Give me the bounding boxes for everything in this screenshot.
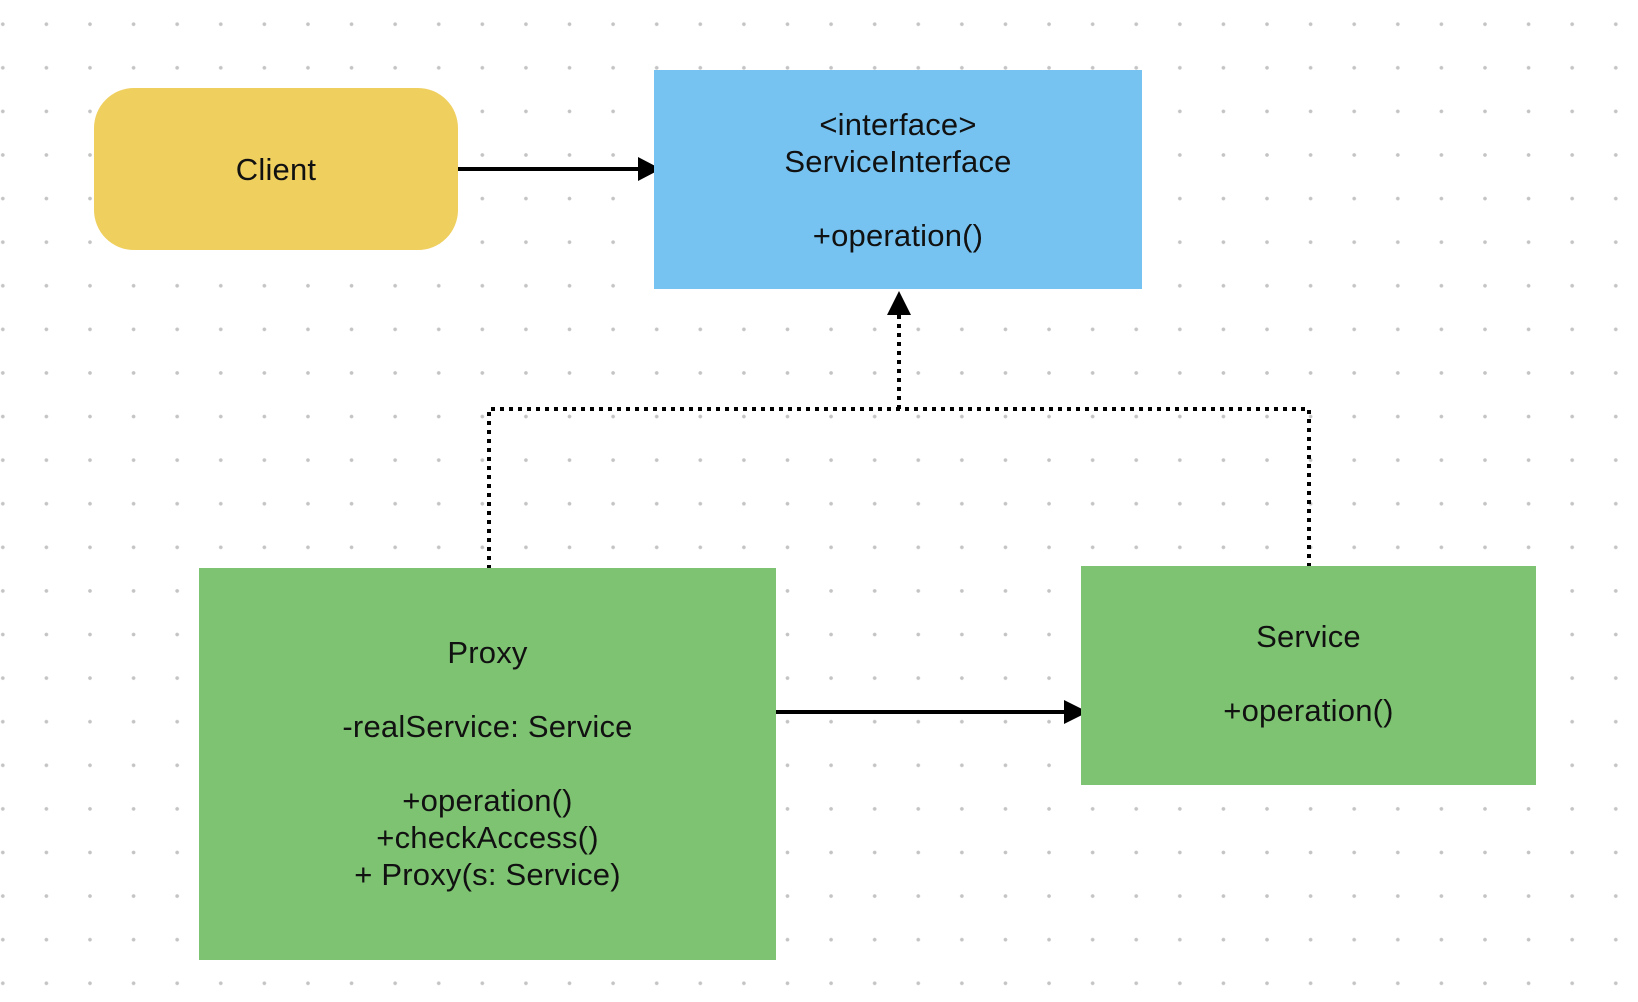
proxy-class-node[interactable]: Proxy -realService: Service +operation()+c… [199,568,776,960]
arrowhead [887,291,911,315]
node-text-line: +operation() [1223,693,1394,728]
edge-line [899,407,1311,576]
node-text-line: +operation() [402,783,573,818]
edge-line [487,407,899,578]
node-text-line: Client [235,151,317,187]
client-node[interactable]: Client [94,88,458,250]
arrowhead [638,157,661,181]
node-text-line: +operation() [812,218,984,253]
node-text-line: -realService: Service [342,709,633,744]
edge-proxy-to-service[interactable] [776,700,1088,724]
node-text-line: + Proxy(s: Service) [354,857,621,892]
edge-client-to-service-interface[interactable] [458,157,661,181]
node-text-line: ServiceInterface [784,144,1012,179]
edge-proxy-realizes-interface[interactable] [487,407,899,578]
node-text-line: Service [1256,619,1361,654]
service-class-node[interactable]: Service +operation() [1081,566,1536,785]
arrowhead [1064,700,1088,724]
node-text-line: +checkAccess() [376,820,599,855]
node-text-line: Proxy [447,635,528,670]
edge-service-realizes-interface[interactable] [887,291,1311,576]
service-interface-node[interactable]: <interface>ServiceInterface +operation() [654,70,1142,289]
node-text-line: <interface> [819,107,977,142]
